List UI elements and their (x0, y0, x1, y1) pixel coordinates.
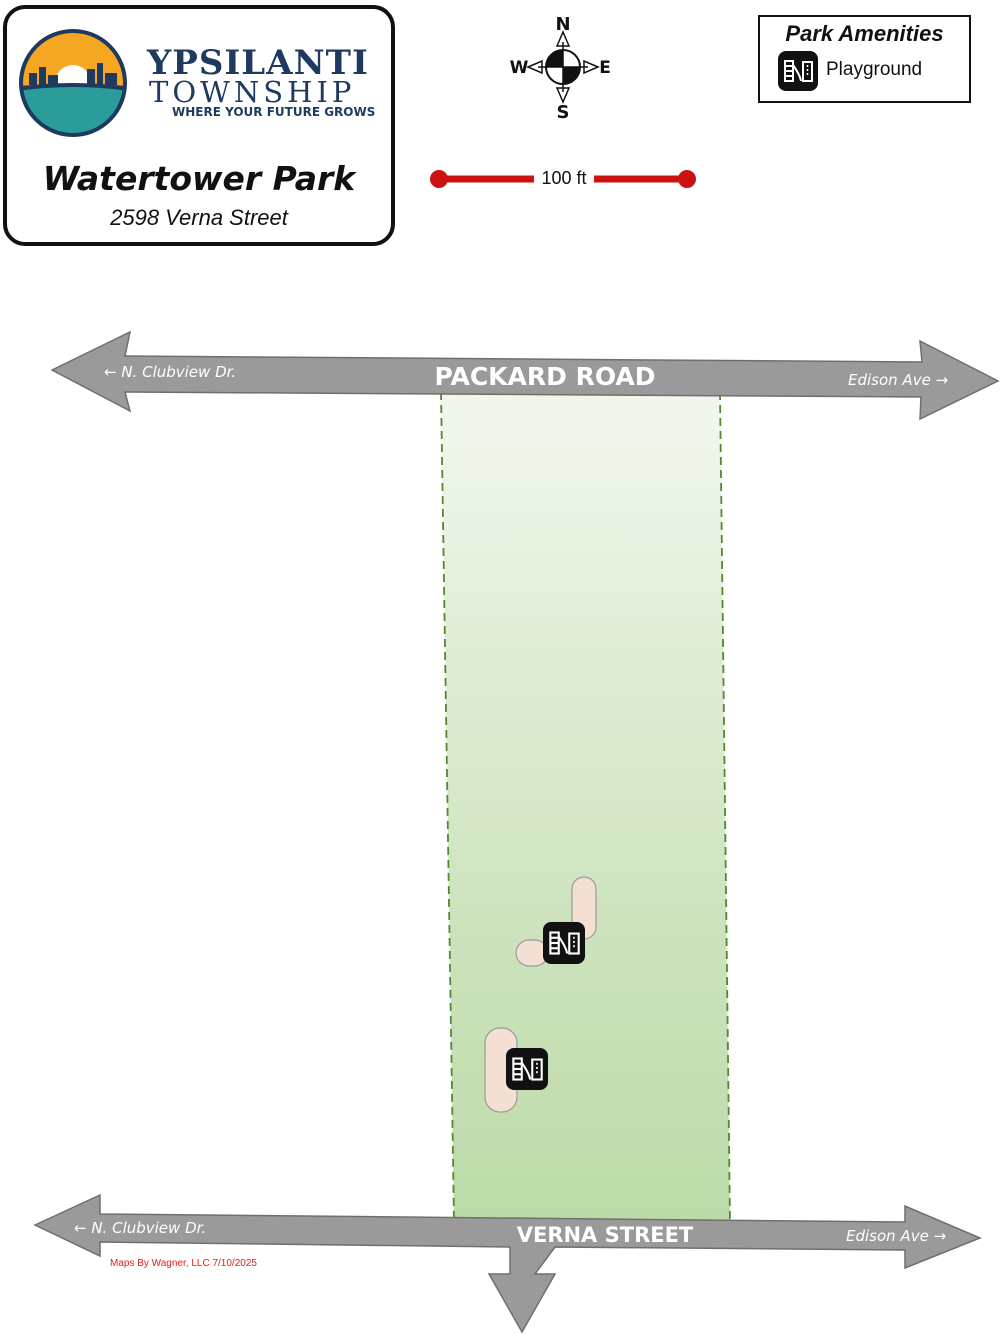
scale-bar-label: 100 ft (534, 168, 594, 189)
title-card: YPSILANTI TOWNSHIP WHERE YOUR FUTURE GRO… (3, 5, 395, 246)
verna-street-label: VERNA STREET (517, 1223, 694, 1247)
logo-line-2: TOWNSHIP (149, 75, 356, 109)
legend-title: Park Amenities (785, 21, 944, 46)
legend: Park Amenities Playground (758, 15, 971, 103)
packard-road-west-label: ← N. Clubview Dr. (104, 363, 236, 381)
township-logo-emblem (19, 29, 127, 137)
verna-street-west-label: ← N. Clubview Dr. (74, 1219, 206, 1237)
park-boundary-east (719, 391, 731, 1223)
verna-street (33, 1193, 982, 1334)
legend-playground-icon (778, 51, 818, 91)
park-parcel (441, 392, 730, 1222)
packard-road (50, 330, 1000, 421)
park-boundary-west (440, 391, 455, 1223)
logo-line-1: YPSILANTI (147, 43, 369, 83)
logo-tagline: WHERE YOUR FUTURE GROWS (172, 105, 376, 119)
map-playground-icon[interactable] (506, 1048, 548, 1090)
map-playground-icon[interactable] (543, 922, 585, 964)
compass-east-label: E (599, 58, 611, 78)
packard-road-label: PACKARD ROAD (434, 362, 655, 391)
verna-street-east-label: Edison Ave → (846, 1227, 946, 1245)
compass-north-label: N (555, 14, 570, 35)
compass-west-label: W (510, 58, 529, 78)
legend-item-playground-label: Playground (826, 59, 923, 80)
map-credit: Maps By Wagner, LLC 7/10/2025 (110, 1258, 257, 1269)
compass-rose: N S E W (510, 14, 611, 122)
park-address: 2598 Verna Street (110, 205, 288, 230)
park-name: Watertower Park (42, 159, 356, 198)
compass-south-label: S (557, 102, 570, 122)
packard-road-east-label: Edison Ave → (848, 371, 948, 389)
